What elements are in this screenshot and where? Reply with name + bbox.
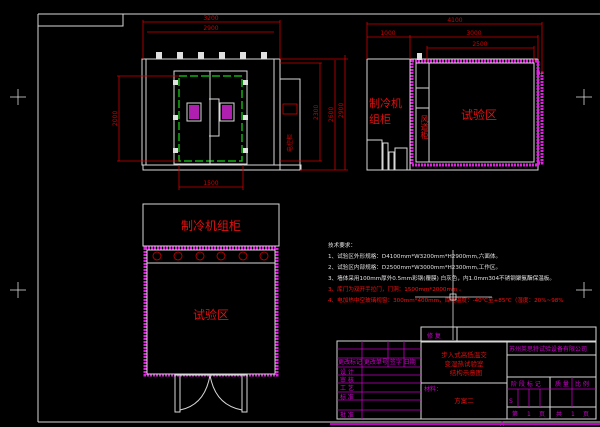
- dim-overall-height: 2900: [338, 103, 345, 118]
- plan-refrigeration-label: 制冷机组柜: [181, 219, 241, 233]
- dim-door-width: 1500: [203, 180, 218, 187]
- sheet-info: 页: [583, 411, 589, 418]
- side-refrigeration-label: 制冷机组柜: [369, 97, 402, 126]
- sheet-info: 1: [527, 411, 531, 418]
- note-item: 1、试验区外形规格：D4100mm*W3200mm*H2900mm,六面体。: [328, 252, 501, 260]
- row-label: 设 计: [340, 368, 354, 376]
- bottom-mark: A: [500, 421, 505, 427]
- dim-overall-width: 3200: [203, 15, 218, 22]
- dim-cabinet-width: 1000: [380, 30, 395, 37]
- viewing-window-left: [186, 102, 202, 122]
- roof-units: [156, 52, 267, 59]
- sheet-info: 1: [571, 411, 575, 418]
- dim-inner-width: 2900: [203, 25, 218, 32]
- company-name: 苏州英思特试验设备有限公司: [509, 345, 587, 353]
- change-header-row: 更改标记 更改单号 签字 日期: [338, 358, 416, 366]
- row-label: 工 艺: [340, 384, 354, 392]
- control-screen: [282, 103, 298, 115]
- drawing-title-line: 变湿热试验室: [445, 359, 485, 368]
- stage-header: 比 例: [575, 380, 589, 388]
- control-cabinet-label: 电控柜: [286, 134, 294, 152]
- stage-header: 阶 段 标 记: [511, 380, 541, 388]
- plan-view: 制冷机组柜 试验区: [142, 203, 280, 413]
- notes-title: 技术要求：: [328, 241, 356, 249]
- title-block: 修 复 更改标记 更改单号 签字 日期 设 计 审 核 工 艺 标 准 批 准 …: [330, 326, 600, 427]
- compressor-units: [366, 139, 408, 171]
- dim-inner-height: 2300: [313, 105, 320, 120]
- door-hinges: [173, 80, 248, 153]
- stage-mark: S: [509, 398, 513, 405]
- front-view: 电控柜 3200 2900 1500 2000 2300 2600 2900: [112, 15, 348, 190]
- dim-test-width: 2500: [472, 41, 487, 48]
- dim-height-mid: 2600: [328, 107, 335, 122]
- note-item: 2、试验区内部规格：D2500mm*W3000mm*H2300mm,工作区。: [328, 263, 501, 271]
- drawing-frame: [37, 13, 600, 423]
- duct-cabinet-label: 风道柜: [420, 115, 429, 139]
- dim-chamber-width: 3000: [466, 30, 481, 37]
- dim-side-overall-width: 4100: [447, 17, 462, 24]
- row-label: 批 准: [340, 411, 354, 419]
- technical-notes: 技术要求： 1、试验区外形规格：D4100mm*W3200mm*H2900mm,…: [328, 241, 564, 340]
- drawing-title-line: 步入式高低温交: [441, 350, 487, 359]
- note-item: 4、电加热中空玻璃视窗：300mm*400mm，库内温度：-40℃至+85℃（湿…: [328, 296, 564, 304]
- cad-cursor: [415, 250, 492, 340]
- side-view: 试验区 4100 1000 3000 2500: [366, 17, 544, 171]
- viewing-window-right: [219, 102, 235, 122]
- sheet-info: 第: [512, 410, 518, 418]
- dim-door-height: 2000: [112, 111, 119, 126]
- row-label: 审 核: [340, 376, 354, 384]
- side-test-area-label: 试验区: [461, 107, 497, 122]
- plan-test-area-label: 试验区: [193, 307, 229, 322]
- stage-header: 质 量: [555, 380, 569, 388]
- circulation-fans: [152, 251, 269, 261]
- note-item: 3、库门为双开手拉门，门洞：1500mm*2000mm 。: [328, 285, 465, 293]
- drawing-title-line: 结构示意图: [450, 368, 483, 377]
- control-cabinet: [279, 78, 301, 171]
- material-label: 材料：: [424, 385, 442, 393]
- row-label: 标 准: [340, 393, 354, 401]
- sheet-info: 页: [539, 411, 545, 418]
- crosshair-marks: [10, 89, 592, 298]
- note-item: 3、墙体采用100mm厚外0.5mm彩钢(覆膜) 白灰色，内1.0mm304不锈…: [328, 274, 555, 282]
- revision-label: 修 复: [427, 332, 441, 340]
- sheet-info: 共: [556, 410, 562, 418]
- scheme-label: 方案二: [454, 396, 474, 405]
